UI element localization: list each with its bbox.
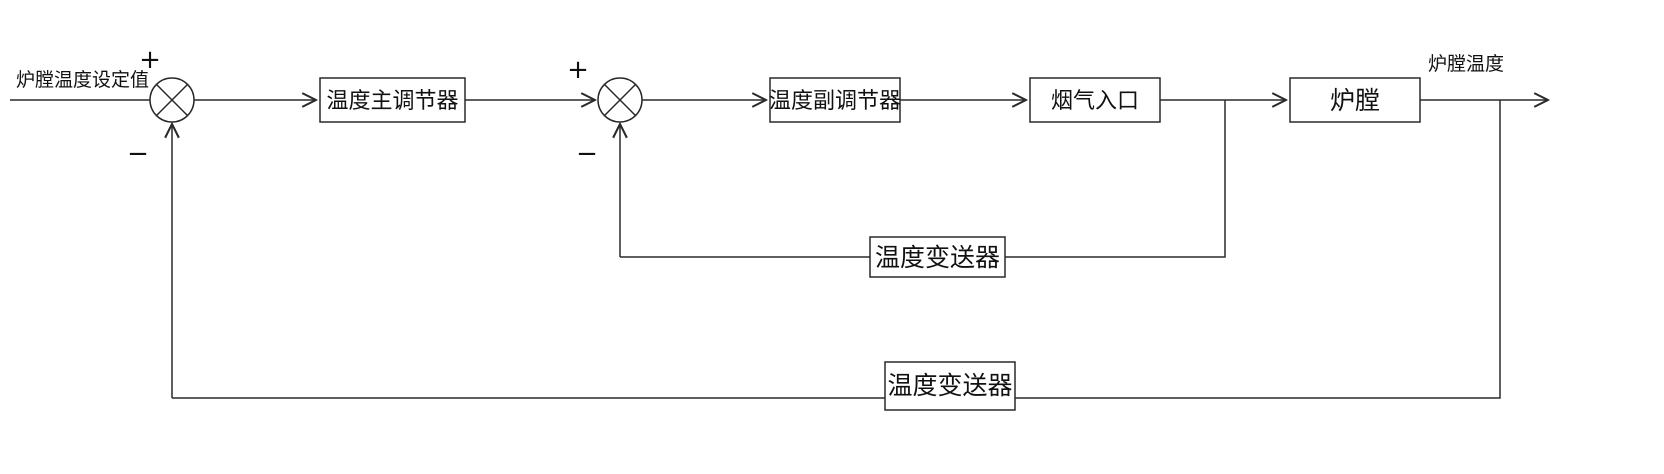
sum-junction-2: + − [567,55,643,169]
outer-feedback-tap-line [1015,100,1501,399]
sum-junction-2-cross [603,83,637,117]
furnace-label: 炉膛 [1330,86,1380,115]
secondary-controller-block: 温度副调节器 [769,77,901,123]
sum-junction-1-cross [155,83,189,117]
secondary-controller-label: 温度副调节器 [769,89,901,114]
sum2-plus-sign: + [567,55,589,85]
outer-feedback-loop: 温度变送器 [172,100,1501,411]
sum-junction-1: + − [127,45,195,169]
inner-feedback-tap-line [1005,100,1226,258]
setpoint-label: 炉膛温度设定值 [16,69,149,91]
sum1-plus-sign: + [139,45,161,75]
inner-feedback-loop: 温度变送器 [620,100,1226,278]
flue-gas-inlet-label: 烟气入口 [1051,89,1139,114]
main-controller-box [319,77,466,123]
output-label: 炉膛温度 [1428,53,1504,75]
flue-gas-inlet-block: 烟气入口 [1029,77,1161,123]
inner-transmitter-label: 温度变送器 [875,243,1000,272]
furnace-block: 炉膛 [1289,77,1421,123]
main-controller-block: 温度主调节器 [319,77,466,123]
main-controller-label: 温度主调节器 [326,89,458,114]
inner-transmitter-box [869,236,1006,278]
flue-gas-inlet-box [1029,77,1161,123]
sum1-minus-sign: − [127,139,149,169]
sum2-minus-sign: − [576,139,598,169]
outer-transmitter-label: 温度变送器 [887,371,1012,400]
outer-transmitter-box [884,361,1016,411]
